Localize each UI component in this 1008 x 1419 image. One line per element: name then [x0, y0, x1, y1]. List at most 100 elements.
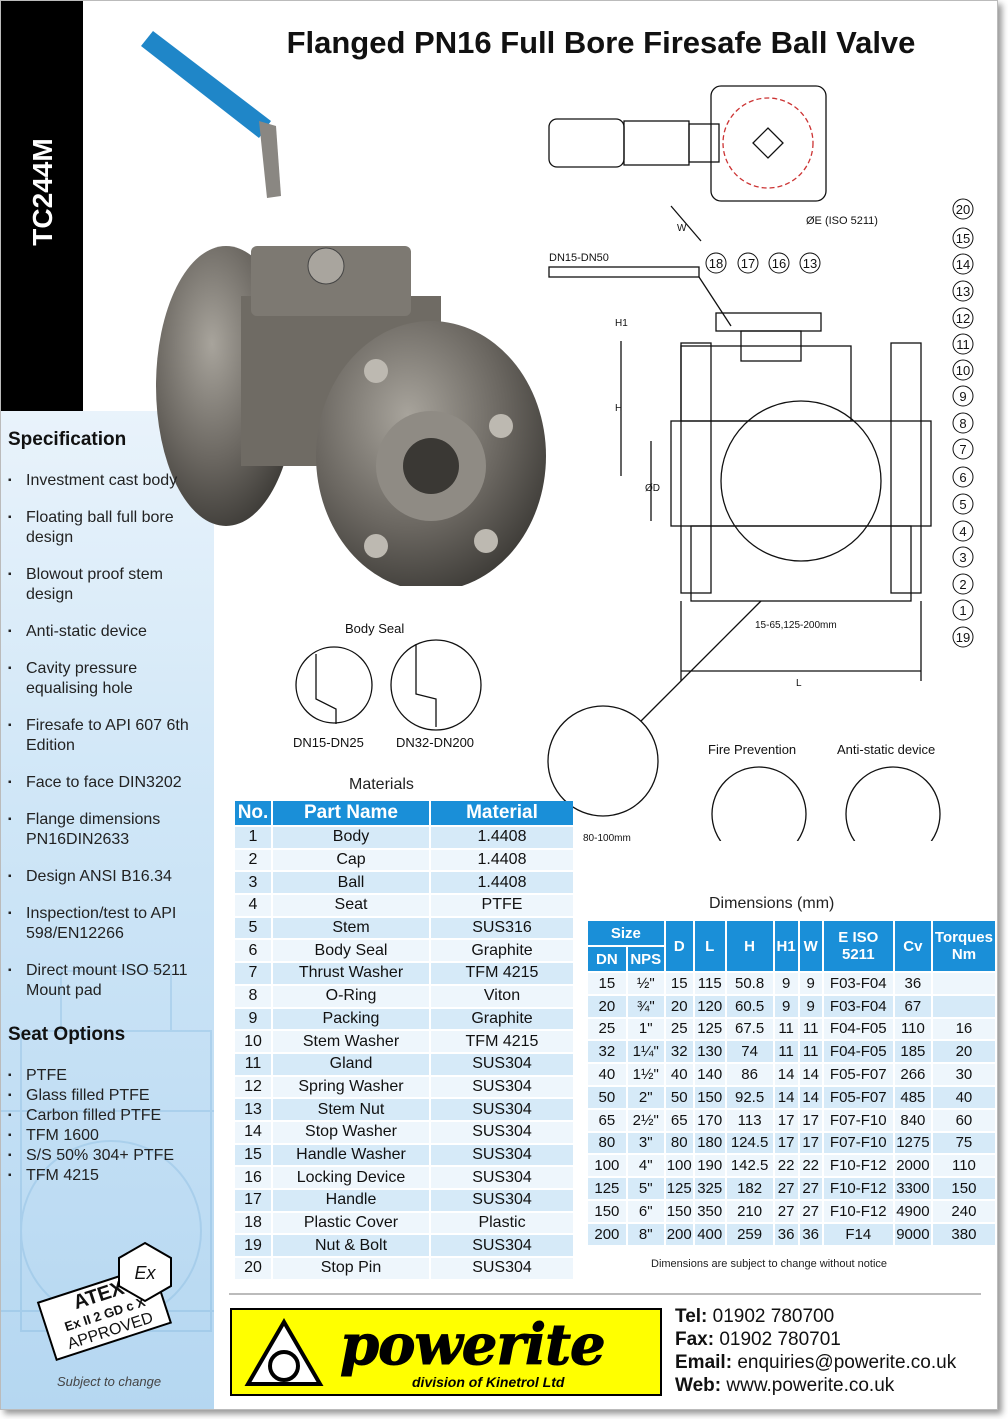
table-cell: SUS304 [431, 1076, 573, 1098]
spec-item: Inspection/test to API 598/EN12266 [8, 904, 213, 944]
spec-item: Blowout proof stem design [8, 565, 213, 605]
table-cell: 50.8 [726, 973, 773, 994]
fire-prevention-label: Fire Prevention [708, 742, 797, 757]
iso-label: ØE (ISO 5211) [806, 215, 878, 227]
col-l: L [694, 921, 725, 971]
body-seal-left-label: DN15-DN25 [293, 735, 364, 750]
dimensions-table: Size D L H H1 W E ISO 5211 Cv Torques Nm… [586, 919, 997, 1247]
table-cell: 36 [894, 973, 931, 994]
table-cell: 11 [774, 1041, 798, 1063]
callout-13: 13 [956, 284, 970, 299]
col-size: Size [588, 921, 664, 945]
table-cell: Stop Pin [273, 1258, 429, 1279]
web-link[interactable]: www.powerite.co.uk [726, 1375, 895, 1396]
callout-3: 3 [959, 550, 966, 565]
dn-range-label: DN15-DN50 [549, 252, 609, 264]
table-cell: 20 [932, 1041, 995, 1063]
table-cell: 14 [799, 1064, 822, 1085]
table-cell: 36 [774, 1223, 798, 1245]
table-cell: 9 [235, 1008, 271, 1030]
table-cell: 7 [235, 963, 271, 984]
callout-20: 20 [956, 202, 970, 217]
table-cell: TFM 4215 [431, 1031, 573, 1052]
table-cell: 210 [726, 1200, 773, 1222]
table-cell: 1.4408 [431, 849, 573, 871]
table-cell: 40 [588, 1064, 626, 1085]
h1-label: H1 [615, 318, 628, 329]
table-cell: TFM 4215 [431, 963, 573, 984]
table-cell: 9 [774, 973, 798, 994]
table-cell: 9 [799, 995, 822, 1017]
table-cell: 185 [894, 1041, 931, 1063]
callout-19: 19 [956, 630, 970, 645]
fire-prevention-detail [711, 766, 807, 841]
page-title: Flanged PN16 Full Bore Firesafe Ball Val… [286, 25, 916, 60]
table-cell: ¾" [627, 995, 664, 1017]
callout-2: 2 [959, 577, 966, 592]
table-cell: 485 [894, 1086, 931, 1108]
table-cell: 9 [774, 995, 798, 1017]
table-cell: Body Seal [273, 940, 429, 962]
table-cell: 3" [627, 1132, 664, 1154]
table-cell: 150 [588, 1200, 626, 1222]
table-cell: 100 [665, 1155, 693, 1177]
col-no: No. [235, 801, 271, 825]
table-cell [932, 973, 995, 994]
callout-1: 1 [959, 603, 966, 618]
table-cell: 125 [588, 1178, 626, 1199]
w-label: W [677, 223, 687, 234]
table-cell: 125 [694, 1018, 725, 1040]
table-cell: 50 [665, 1086, 693, 1108]
bore [403, 438, 459, 494]
table-cell: 17 [235, 1190, 271, 1211]
table-cell: 170 [694, 1109, 725, 1131]
d-label: ØD [645, 483, 660, 494]
table-cell: 3300 [894, 1178, 931, 1199]
table-cell: F05-F07 [823, 1086, 893, 1108]
table-cell: Thrust Washer [273, 963, 429, 984]
table-cell: 40 [665, 1064, 693, 1085]
body-seal-right-label: DN32-DN200 [396, 735, 475, 750]
col-h: H [726, 921, 773, 971]
table-cell: F04-F05 [823, 1041, 893, 1063]
table-cell: 80 [665, 1132, 693, 1154]
table-cell: SUS304 [431, 1258, 573, 1279]
table-cell: 100 [588, 1155, 626, 1177]
table-cell: 1 [235, 827, 271, 848]
logo-emblem [244, 1318, 324, 1386]
anti-static-label: Anti-static device [837, 742, 936, 757]
callout-5: 5 [959, 497, 966, 512]
valve-photo [141, 31, 546, 586]
brand-division: division of Kinetrol Ltd [412, 1374, 565, 1390]
table-cell: 8 [235, 985, 271, 1007]
table-cell: 200 [588, 1223, 626, 1245]
tel-label: Tel: [675, 1306, 708, 1327]
table-cell: 1.4408 [431, 827, 573, 848]
email-link[interactable]: enquiries@powerite.co.uk [737, 1352, 957, 1373]
subject-to-change: Subject to change [57, 1374, 162, 1389]
spec-item: Floating ball full bore design [8, 508, 213, 548]
table-cell: 25 [588, 1018, 626, 1040]
ex-mark: Ex [134, 1263, 156, 1283]
col-e: E ISO 5211 [823, 921, 893, 971]
table-cell: Cap [273, 849, 429, 871]
seat-option: TFM 1600 [8, 1126, 174, 1146]
seat-option: Glass filled PTFE [8, 1086, 174, 1106]
table-cell: F10-F12 [823, 1200, 893, 1222]
table-cell: Handle Washer [273, 1144, 429, 1166]
table-cell: 20 [665, 995, 693, 1017]
callout-4: 4 [959, 524, 966, 539]
table-cell: Stem Nut [273, 1099, 429, 1120]
table-cell: 1¼" [627, 1041, 664, 1063]
callout-14: 14 [956, 257, 970, 272]
table-cell: F03-F04 [823, 973, 893, 994]
